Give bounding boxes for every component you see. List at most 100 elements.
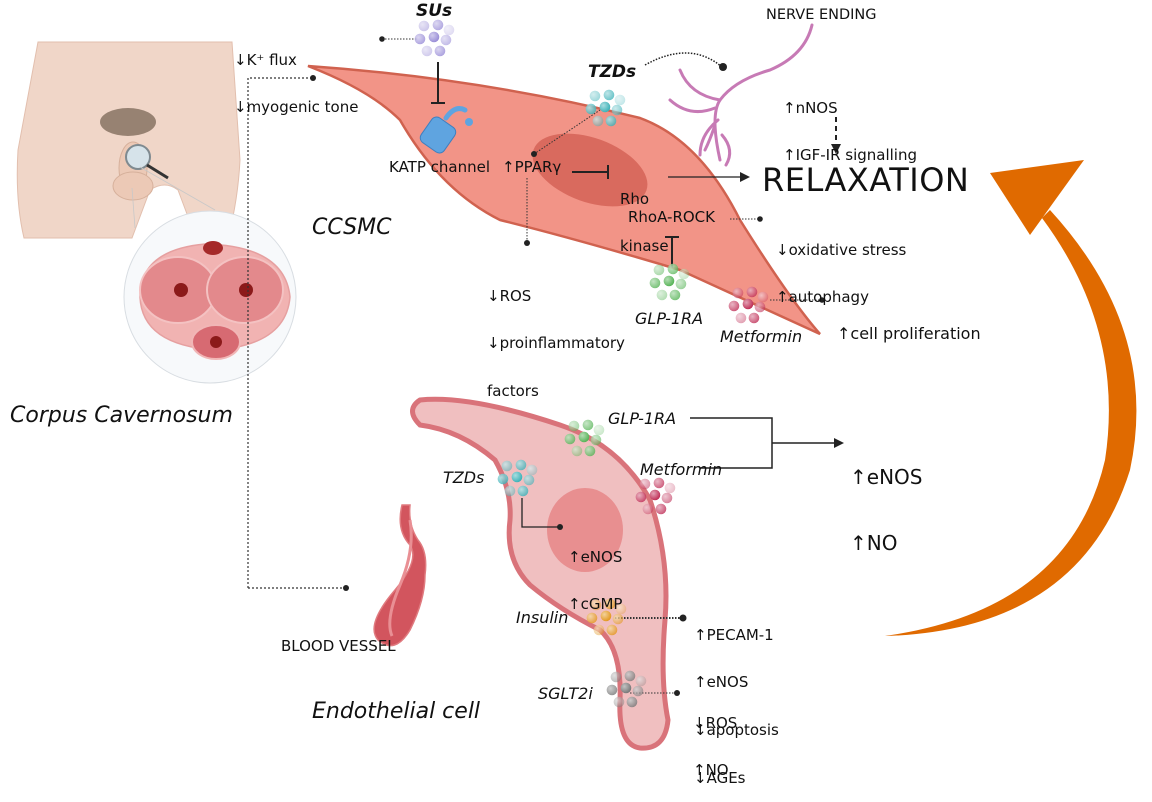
molecule-highlight — [421, 45, 433, 57]
molecule-highlight — [678, 268, 690, 280]
molecule-highlight — [611, 104, 623, 116]
molecule-highlight — [586, 612, 598, 624]
molecule-highlight — [585, 103, 597, 115]
molecule-highlight — [663, 275, 675, 287]
molecule-highlight — [624, 670, 636, 682]
molecule-highlight — [432, 19, 444, 31]
effect-item: ↓K⁺ flux — [234, 50, 297, 69]
molecule-highlight — [606, 684, 618, 696]
molecule-highlight — [635, 675, 647, 687]
molecule-highlight — [649, 277, 661, 289]
molecule-highlight — [606, 624, 618, 636]
molecule-highlight — [590, 434, 602, 446]
molecule-highlight — [656, 289, 668, 301]
molecule-highlight — [635, 491, 647, 503]
molecule-clusters — [414, 19, 769, 708]
molecule-highlight — [526, 464, 538, 476]
dotted-pointers — [382, 38, 822, 694]
tzd-bottom-cluster — [497, 459, 538, 497]
effect-ppar: ↓ROS ↓proinflammatory factors — [487, 256, 625, 415]
molecule-highlight — [589, 90, 601, 102]
molecule-highlight — [593, 624, 605, 636]
molecule-highlight — [578, 431, 590, 443]
molecule-highlight — [735, 312, 747, 324]
molecule-highlight — [614, 94, 626, 106]
effect-tzd-endo: ↑eNOS ↑cGMP — [568, 517, 622, 628]
diagram-canvas — [16, 19, 1137, 751]
pathway-lines — [431, 62, 844, 528]
molecule-highlight — [440, 34, 452, 46]
sus-cluster — [414, 19, 455, 57]
molecule-highlight — [515, 459, 527, 471]
metformin-bottom-cluster — [635, 477, 676, 515]
glp1-bottom-cluster — [564, 419, 605, 457]
molecule-highlight — [748, 312, 760, 324]
magnifier-icon — [125, 144, 151, 170]
endothelial-cell-label: Endothelial cell — [312, 699, 481, 724]
body-illustration — [16, 41, 297, 384]
molecule-highlight — [642, 503, 654, 515]
rho-kinase-line: kinase — [620, 237, 669, 256]
pubic-hair — [100, 108, 156, 136]
metformin-top-cluster — [728, 286, 769, 324]
molecule-highlight — [613, 696, 625, 708]
molecule-highlight — [434, 45, 446, 57]
molecule-highlight — [612, 613, 624, 625]
insulin-cluster — [586, 598, 627, 636]
molecule-highlight — [414, 33, 426, 45]
molecule-highlight — [593, 424, 605, 436]
relaxation-label: RELAXATION — [762, 161, 970, 199]
molecule-highlight — [754, 301, 766, 313]
drug-glp1ra-top-label: GLP-1RA — [635, 309, 704, 328]
endo-nucleus — [547, 488, 623, 572]
molecule-highlight — [757, 291, 769, 303]
molecule-highlight — [632, 685, 644, 697]
molecule-highlight — [669, 289, 681, 301]
tzd-top-cluster — [585, 89, 626, 127]
relaxation-cycle-arrow — [885, 160, 1137, 636]
effect-item: ↓myogenic tone — [234, 98, 359, 117]
endothelial-cell — [410, 396, 671, 751]
effect-glp1-smc: ↓oxidative stress ↑autophagy — [776, 210, 906, 321]
molecule-highlight — [517, 485, 529, 497]
molecule-highlight — [639, 478, 651, 490]
molecule-highlight — [523, 474, 535, 486]
endo-body — [410, 396, 671, 751]
molecule-highlight — [653, 477, 665, 489]
effect-item: ↑PECAM-1 — [694, 625, 774, 644]
molecule-highlight — [584, 445, 596, 457]
molecule-highlight — [626, 696, 638, 708]
effect-item: ↑cell proliferation — [837, 323, 981, 343]
effect-sglt2i: ↓ROS ↑NO — [693, 683, 737, 794]
effect-item: ↑eNOS — [850, 465, 923, 489]
effect-item: ↑NO — [850, 530, 898, 555]
dotted-connectors — [247, 77, 346, 589]
molecule-highlight — [418, 20, 430, 32]
katp-channel-label: KATP channel — [389, 158, 491, 176]
molecule-highlight — [620, 682, 632, 694]
effect-endo-combined: ↑eNOS ↑NO — [850, 423, 922, 576]
molecule-highlight — [571, 445, 583, 457]
molecule-highlight — [664, 482, 676, 494]
molecule-highlight — [653, 264, 665, 276]
glp1-top-cluster — [649, 263, 690, 301]
effect-item: factors — [487, 381, 539, 400]
molecule-highlight — [511, 471, 523, 483]
molecule-highlight — [603, 89, 615, 101]
molecule-highlight — [675, 278, 687, 290]
molecule-highlight — [497, 473, 509, 485]
molecule-highlight — [732, 287, 744, 299]
effect-item: ↑eNOS — [568, 547, 623, 566]
effect-item: ↓apoptosis — [694, 720, 779, 739]
molecule-highlight — [655, 503, 667, 515]
molecule-highlight — [600, 610, 612, 622]
molecule-highlight — [590, 599, 602, 611]
molecule-highlight — [742, 298, 754, 310]
molecule-highlight — [649, 489, 661, 501]
effect-item: ↓proinflammatory — [487, 334, 625, 353]
effect-item: ↓ROS — [487, 286, 532, 305]
orange-arrowhead — [990, 160, 1084, 235]
torso-shape — [16, 41, 241, 239]
molecule-highlight — [443, 24, 455, 36]
molecule-highlight — [599, 101, 611, 113]
